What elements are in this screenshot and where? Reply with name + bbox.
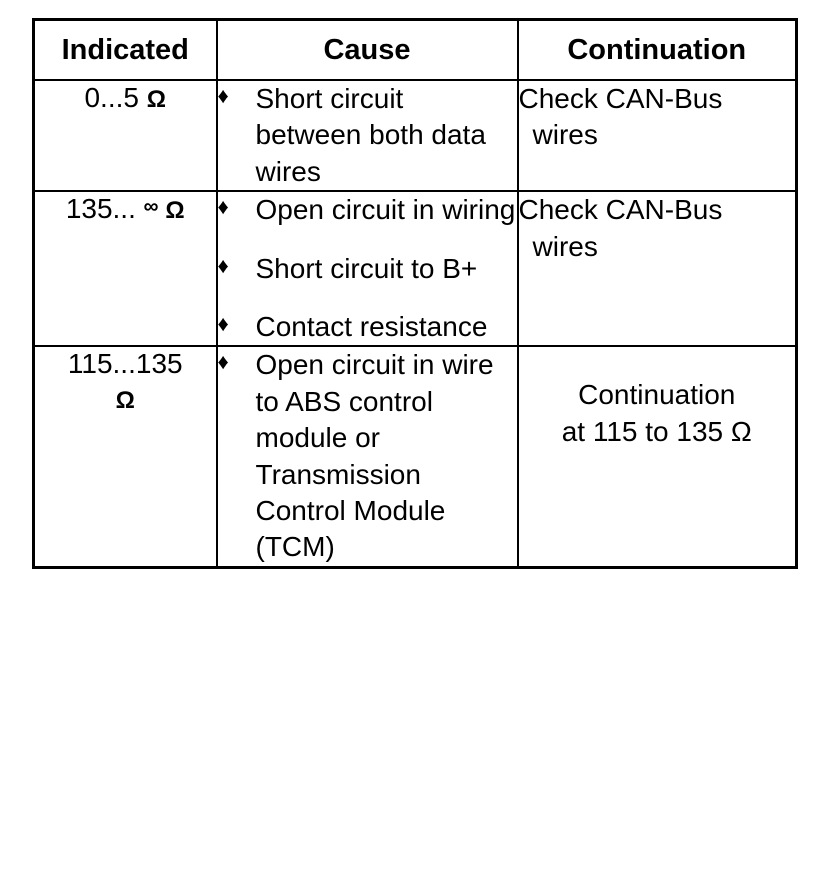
cause-text: Contact resistance	[255, 310, 488, 342]
list-item: ♦ Short circuit to B+	[218, 251, 517, 287]
cell-continuation: Check CAN-Bus wires	[516, 78, 798, 193]
list-item: ♦ Short circuit between both data wires	[218, 81, 517, 190]
table-header-row: Indicated Cause Continuation	[32, 18, 798, 81]
cell-continuation: Continuation at 115 to 135 Ω	[516, 345, 798, 569]
indicated-value: 115...135	[67, 348, 183, 380]
cell-continuation: Check CAN-Bus wires	[516, 190, 798, 348]
ohm-symbol: Ω	[115, 386, 135, 414]
cell-cause: ♦ Open circuit in wire to ABS control mo…	[215, 345, 519, 569]
column-header-indicated: Indicated	[32, 18, 218, 81]
column-header-cause: Cause	[215, 18, 519, 81]
cause-list: ♦ Short circuit between both data wires	[218, 81, 517, 190]
continuation-line: wires	[532, 119, 598, 151]
cell-cause: ♦ Short circuit between both data wires	[215, 78, 519, 193]
cause-list: ♦ Open circuit in wire to ABS control mo…	[218, 347, 517, 565]
diamond-bullet-icon: ♦	[217, 310, 229, 336]
diamond-bullet-icon: ♦	[217, 349, 229, 375]
infinity-symbol: ∞	[143, 195, 159, 219]
list-item: ♦ Open circuit in wire to ABS control mo…	[218, 347, 517, 565]
diamond-bullet-icon: ♦	[217, 83, 229, 108]
continuation-line: wires	[532, 230, 598, 262]
cause-list: ♦ Open circuit in wiring ♦ Short circuit…	[218, 192, 517, 345]
cell-cause: ♦ Open circuit in wiring ♦ Short circuit…	[215, 190, 519, 348]
indicated-value: 0...5	[84, 82, 139, 113]
column-header-continuation: Continuation	[516, 18, 798, 81]
table-header: Indicated Cause Continuation	[32, 18, 798, 81]
continuation-line: Check CAN-Bus	[518, 83, 723, 114]
table-row: 115...135 Ω ♦ Open circuit in wire to AB…	[32, 345, 798, 569]
ohm-symbol: Ω	[146, 86, 166, 113]
diamond-bullet-icon: ♦	[217, 194, 229, 220]
cause-text: Short circuit to B+	[255, 252, 478, 284]
table-body: 0...5 Ω ♦ Short circuit between both dat…	[32, 78, 798, 569]
cause-text: Open circuit in wire to ABS control modu…	[255, 349, 494, 563]
diamond-bullet-icon: ♦	[217, 252, 229, 278]
continuation-line: Check CAN-Bus	[518, 194, 723, 226]
cause-text: Open circuit in wiring	[255, 194, 516, 226]
diagnostic-table: Indicated Cause Continuation 0...5 Ω ♦ S…	[32, 18, 798, 569]
cause-text: Short circuit between both data wires	[255, 83, 486, 187]
continuation-line: Continuation	[578, 379, 736, 411]
table-row: 135... ∞ Ω ♦ Open circuit in wiring ♦ Sh…	[32, 190, 798, 348]
list-item: ♦ Open circuit in wiring	[218, 192, 517, 228]
cell-indicated: 135... ∞ Ω	[32, 190, 218, 348]
indicated-value: 135...	[65, 193, 136, 225]
continuation-line: at 115 to 135 Ω	[561, 415, 752, 447]
cell-indicated: 0...5 Ω	[32, 78, 218, 193]
table-row: 0...5 Ω ♦ Short circuit between both dat…	[32, 78, 798, 193]
list-item: ♦ Contact resistance	[218, 309, 517, 345]
ohm-symbol: Ω	[165, 197, 185, 225]
cell-indicated: 115...135 Ω	[32, 345, 218, 569]
